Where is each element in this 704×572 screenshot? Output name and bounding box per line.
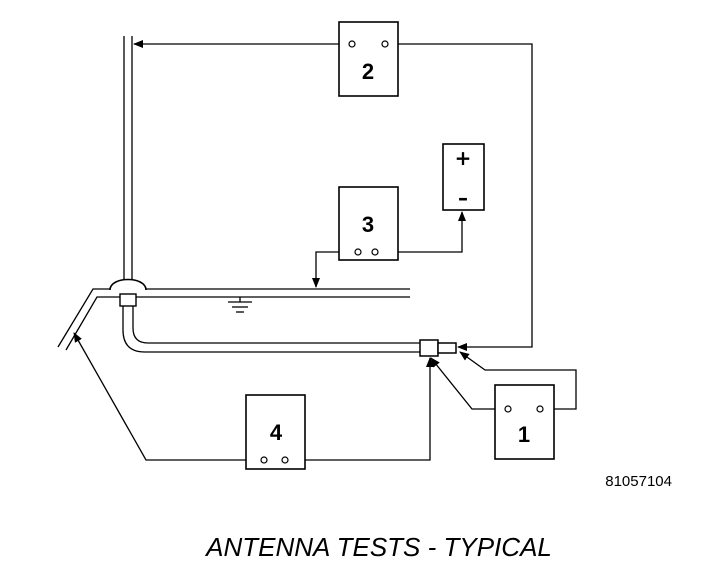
box-2-terminal-right: [381, 40, 389, 48]
battery-minus-icon: –: [458, 186, 468, 210]
antenna-base: [109, 278, 147, 307]
box-1-label: 1: [518, 422, 530, 447]
box-4-terminal-left: [260, 456, 268, 464]
diagram-caption: ANTENNA TESTS - TYPICAL: [204, 532, 552, 562]
box-2-label: 2: [362, 59, 374, 84]
battery: + –: [442, 143, 485, 211]
tester-box-1: 1: [494, 384, 555, 460]
coax-cable: [122, 306, 420, 353]
box-3-terminal-right: [371, 248, 379, 256]
tester-box-3: 3: [338, 186, 399, 261]
vehicle-body-panel: [57, 288, 410, 351]
box-2-leads: [133, 40, 533, 351]
box-2-terminal-left: [348, 40, 356, 48]
tester-box-4: 4: [245, 394, 306, 470]
box-3-terminal-left: [354, 248, 362, 256]
box-4-label: 4: [270, 420, 283, 445]
figure-number: 81057104: [605, 473, 672, 490]
ground-symbol: [228, 297, 252, 313]
box-1-terminal-left: [504, 405, 512, 413]
box-3-label: 3: [362, 212, 374, 237]
tester-box-2: 2: [338, 21, 399, 97]
battery-plus-icon: +: [455, 146, 472, 170]
cable-connector: [419, 339, 457, 357]
box-4-terminal-right: [281, 456, 289, 464]
box-1-terminal-right: [536, 405, 544, 413]
antenna-mast: [123, 36, 133, 286]
box-4-leads: [73, 332, 434, 461]
